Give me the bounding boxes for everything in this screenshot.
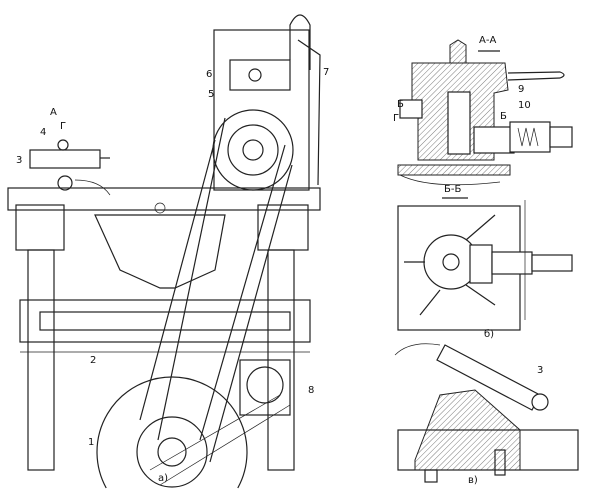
label-b-right: Б xyxy=(500,111,507,122)
section-title-bb: Б-Б xyxy=(444,184,462,195)
label-7: 7 xyxy=(323,67,330,78)
machine-assembly xyxy=(7,14,321,489)
label-6: 6 xyxy=(206,69,213,80)
label-g-aa: Г xyxy=(393,113,400,124)
section-aa xyxy=(397,39,573,199)
view-b xyxy=(397,200,573,331)
label-8: 8 xyxy=(308,385,315,396)
label-9: 9 xyxy=(518,84,525,95)
label-g: Г xyxy=(60,121,67,132)
label-4: 4 xyxy=(40,127,47,138)
label-5: 5 xyxy=(208,89,215,100)
label-1: 1 xyxy=(88,437,95,448)
caption-b: б) xyxy=(484,329,495,340)
label-section-a: А xyxy=(50,107,57,118)
label-2: 2 xyxy=(90,355,97,366)
label-10: 10 xyxy=(518,100,531,111)
caption-a: а) xyxy=(158,473,169,484)
label-3: 3 xyxy=(16,155,23,166)
caption-v: в) xyxy=(468,475,478,486)
label-3-v: 3 xyxy=(537,365,544,376)
large-pulley xyxy=(96,376,248,489)
section-title-aa: А-А xyxy=(479,35,497,46)
view-v xyxy=(394,343,579,483)
label-b-left: Б xyxy=(397,99,404,110)
